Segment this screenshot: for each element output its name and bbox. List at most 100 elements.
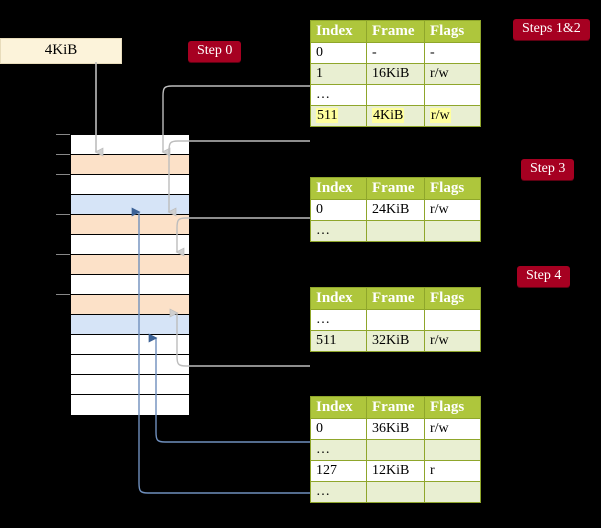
table-cell-frame: [366, 439, 425, 461]
table-cell-flags: r/w: [424, 199, 481, 221]
memory-frame-tick: [56, 294, 70, 295]
table-cell-frame: -: [366, 42, 425, 64]
table-header-flags: Flags: [424, 396, 481, 419]
table-cell-index: 0: [310, 418, 367, 440]
highlighted-value: 4KiB: [372, 108, 405, 123]
table-row: …: [310, 220, 481, 242]
table-cell-index: …: [310, 220, 367, 242]
table-header-index: Index: [310, 287, 367, 310]
table-cell-frame: 12KiB: [366, 460, 425, 482]
memory-frame-row: [71, 195, 189, 215]
memory-frame-tick: [56, 214, 70, 215]
table-row: …: [310, 481, 481, 503]
table-cell-flags: [424, 220, 481, 242]
table-cell-frame: [366, 84, 425, 106]
memory-frame-tick: [56, 254, 70, 255]
table-cell-frame: 36KiB: [366, 418, 425, 440]
table-cell-index: 1: [310, 63, 367, 85]
table-cell-index: …: [310, 439, 367, 461]
source-frame-label: 4KiB: [44, 42, 78, 58]
table-row: …: [310, 309, 481, 331]
memory-frame-tick: [56, 154, 70, 155]
badge-steps-1-2: Steps 1&2: [513, 19, 590, 40]
badge-step0: Step 0: [188, 41, 242, 62]
ellipsis: …: [316, 223, 331, 238]
table-header-frame: Frame: [366, 177, 425, 200]
table-cell-flags: r/w: [424, 105, 481, 127]
table-cell-index: 511: [310, 105, 367, 127]
table-cell-flags: r/w: [424, 63, 481, 85]
table-cell-flags: -: [424, 42, 481, 64]
table-cell-index: 511: [310, 330, 367, 352]
table-cell-index: …: [310, 309, 367, 331]
table-cell-flags: [424, 309, 481, 331]
table-header-frame: Frame: [366, 20, 425, 43]
highlighted-value: r/w: [430, 108, 451, 123]
source-frame-box: 4KiB: [0, 38, 122, 64]
table-cell-index: …: [310, 481, 367, 503]
memory-frame-row: [71, 155, 189, 175]
memory-frame-row: [71, 395, 189, 415]
physical-memory-column: [70, 134, 190, 415]
table-row: …: [310, 439, 481, 461]
ellipsis: …: [316, 484, 331, 499]
table-cell-frame: [366, 481, 425, 503]
memory-frame-row: [71, 335, 189, 355]
badge-step3: Step 3: [521, 159, 575, 180]
table-cell-flags: [424, 481, 481, 503]
table-cell-flags: r/w: [424, 418, 481, 440]
table-header-flags: Flags: [424, 287, 481, 310]
table-cell-index: 0: [310, 42, 367, 64]
table-cell-index: 0: [310, 199, 367, 221]
badge-step0-label: Step 0: [197, 43, 233, 58]
memory-frame-row: [71, 255, 189, 275]
table-cell-index: …: [310, 84, 367, 106]
table-cell-frame: [366, 220, 425, 242]
memory-frame-row: [71, 375, 189, 395]
table-cell-frame: 16KiB: [366, 63, 425, 85]
badge-step4-label: Step 4: [526, 268, 562, 283]
table-header-index: Index: [310, 20, 367, 43]
memory-frame-row: [71, 135, 189, 155]
ellipsis: …: [316, 87, 331, 102]
table-cell-frame: 24KiB: [366, 199, 425, 221]
table-cell-frame: 32KiB: [366, 330, 425, 352]
ellipsis: …: [316, 442, 331, 457]
table-cell-flags: r: [424, 460, 481, 482]
badge-step3-label: Step 3: [530, 161, 566, 176]
ellipsis: …: [316, 312, 331, 327]
table-cell-flags: [424, 439, 481, 461]
memory-frame-row: [71, 315, 189, 335]
memory-frame-row: [71, 275, 189, 295]
table-row: 0--: [310, 42, 481, 64]
table-cell-frame: [366, 309, 425, 331]
table-row: 511 4KiB r/w: [310, 105, 481, 127]
table-header-flags: Flags: [424, 177, 481, 200]
table-header-index: Index: [310, 396, 367, 419]
table-header-index: Index: [310, 177, 367, 200]
table-cell-flags: r/w: [424, 330, 481, 352]
table-cell-flags: [424, 84, 481, 106]
table-cell-index: 127: [310, 460, 367, 482]
memory-frame-row: [71, 235, 189, 255]
memory-frame-row: [71, 215, 189, 235]
memory-frame-row: [71, 295, 189, 315]
table-row: …: [310, 84, 481, 106]
table-header-flags: Flags: [424, 20, 481, 43]
badge-steps-1-2-label: Steps 1&2: [522, 21, 581, 36]
badge-step4: Step 4: [517, 266, 571, 287]
table-header-frame: Frame: [366, 287, 425, 310]
highlighted-value: 511: [316, 108, 339, 123]
memory-frame-tick: [56, 134, 70, 135]
memory-frame-row: [71, 355, 189, 375]
memory-frame-tick: [56, 174, 70, 175]
